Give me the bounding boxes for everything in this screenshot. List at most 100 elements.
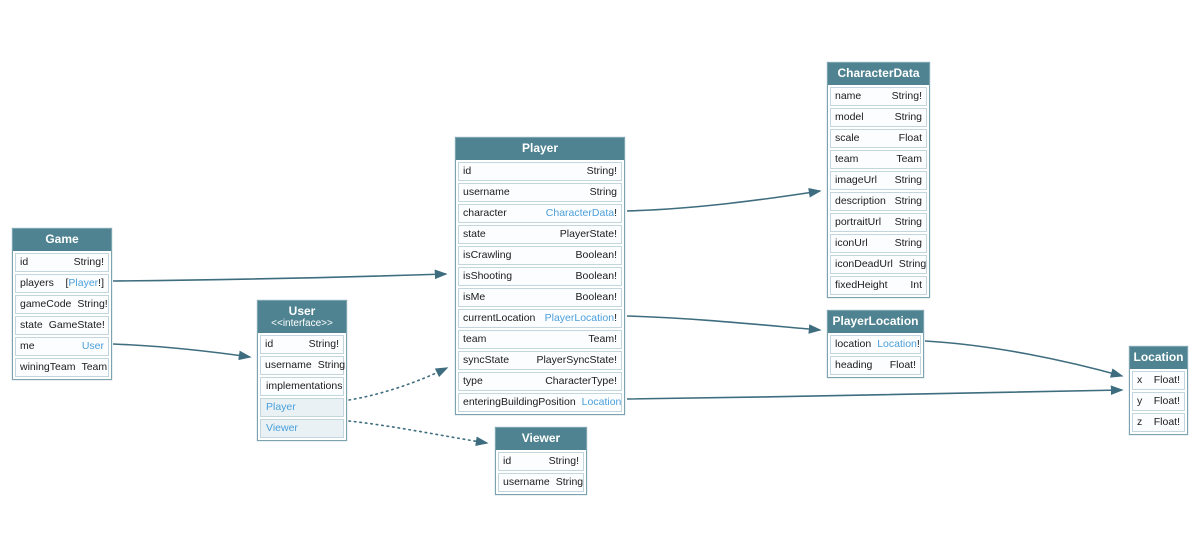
implementation-link-row-Viewer[interactable]: Viewer <box>260 419 344 438</box>
table-subtitle: <<interface>> <box>271 318 333 329</box>
type-link-User[interactable]: User <box>81 340 104 352</box>
field-type: String! <box>77 296 107 313</box>
field-row-characterdata-description[interactable]: description String <box>830 192 927 211</box>
field-row-player-currentLocation[interactable]: currentLocation PlayerLocation! <box>458 309 622 328</box>
field-name: team <box>835 153 859 165</box>
field-type: Location! <box>877 336 920 353</box>
field-name: scale <box>835 132 860 144</box>
edge-game-me-to-user <box>112 343 252 361</box>
type-text: Team! <box>588 333 617 345</box>
table-title-game[interactable]: Game <box>13 229 111 251</box>
field-type: Float! <box>1154 372 1180 389</box>
type-link-PlayerLocation[interactable]: PlayerLocation <box>544 312 615 324</box>
field-row-game-players[interactable]: players [Player!] <box>15 274 109 293</box>
edge-player-enteringbuildingposition-to-location <box>626 385 1124 400</box>
field-type: String <box>895 214 922 231</box>
field-row-player-id[interactable]: id String! <box>458 162 622 181</box>
type-text: String <box>894 216 922 228</box>
type-link-Location[interactable]: Location <box>877 338 917 350</box>
field-name: isMe <box>463 291 486 303</box>
field-type: PlayerSyncState! <box>536 352 617 369</box>
field-name: id <box>463 165 472 177</box>
table-title-characterdata[interactable]: CharacterData <box>828 63 929 85</box>
table-title-location[interactable]: Location <box>1130 347 1187 369</box>
field-row-game-gameCode[interactable]: gameCode String! <box>15 295 109 314</box>
field-type: String! <box>74 254 104 271</box>
type-link-Location[interactable]: Location <box>581 396 622 408</box>
field-type: [Player!] <box>65 275 104 292</box>
field-row-player-isMe[interactable]: isMe Boolean! <box>458 288 622 307</box>
type-text: String! <box>308 338 339 350</box>
field-type: Boolean! <box>576 268 617 285</box>
field-type: Location <box>582 394 622 411</box>
table-title-playerlocation[interactable]: PlayerLocation <box>828 311 923 333</box>
field-name: gameCode <box>20 298 72 310</box>
field-name: fixedHeight <box>835 279 888 291</box>
field-name: name <box>835 90 862 102</box>
type-link-CharacterData[interactable]: CharacterData <box>545 207 615 219</box>
table-title-text: User <box>288 304 316 318</box>
field-type: PlayerState! <box>560 226 617 243</box>
field-type: String <box>895 193 922 210</box>
type-text: ! <box>614 312 617 324</box>
table-title-viewer[interactable]: Viewer <box>496 428 586 450</box>
field-type: String! <box>587 163 617 180</box>
field-type: Team! <box>588 331 617 348</box>
field-name: currentLocation <box>463 312 536 324</box>
field-name: players <box>20 277 54 289</box>
field-type: Team <box>81 359 107 376</box>
field-name: description <box>835 195 886 207</box>
edge-player-currentlocation-to-playerlocation <box>626 315 822 334</box>
type-text: CharacterType! <box>545 375 617 387</box>
table-title-player[interactable]: Player <box>456 138 624 160</box>
table-title-user[interactable]: User<<interface>> <box>258 301 346 333</box>
type-text: PlayerState! <box>559 228 617 240</box>
type-text: Float <box>898 132 922 144</box>
section-label: implementations <box>266 380 343 392</box>
field-name: state <box>20 319 43 331</box>
type-text: String <box>894 111 922 123</box>
field-row-characterdata-scale[interactable]: scale Float <box>830 129 927 148</box>
type-link-Player[interactable]: Player <box>68 277 99 289</box>
type-text: Boolean! <box>575 291 617 303</box>
implementation-link-row-Player[interactable]: Player <box>260 398 344 417</box>
field-type: String <box>899 256 926 273</box>
